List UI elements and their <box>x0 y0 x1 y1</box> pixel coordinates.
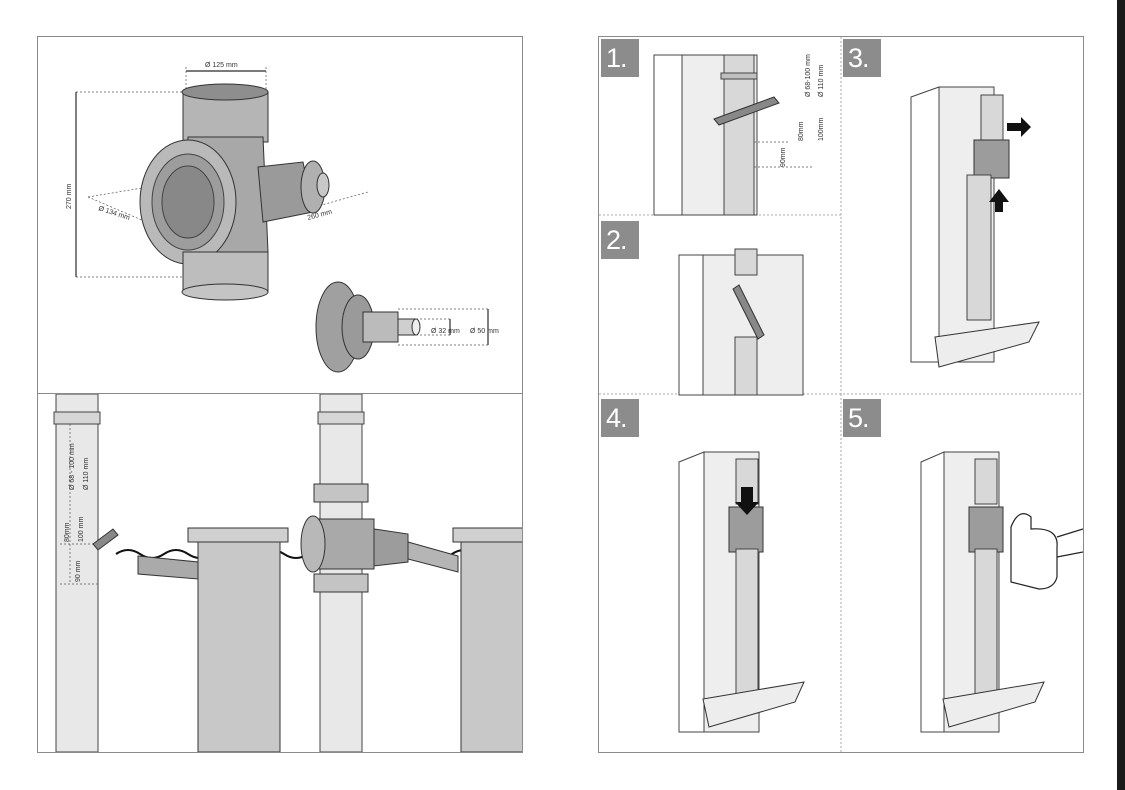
top-diameter-label: Ø 125 mm <box>205 62 238 69</box>
steps-drawing: Ø 68-100 mm Ø 110 mm 80mm 100mm 90mm <box>599 37 1083 752</box>
install-cut-length-label: 90 mm <box>75 560 82 582</box>
height-label: 270 mm <box>66 184 73 209</box>
installation-drawing: Ø 68 - 100 mm Ø 110 mm 80mm 100 mm 90 mm <box>53 394 522 752</box>
page-edge <box>1117 0 1125 790</box>
step-3-badge: 3. <box>843 39 881 77</box>
adapter-inner-diameter-label: Ø 32 mm <box>431 328 460 335</box>
body-diameter-label: Ø 134 mm <box>97 205 130 222</box>
step-4-badge: 4. <box>601 399 639 437</box>
install-pipe-range-label: Ø 68 - 100 mm <box>69 443 76 490</box>
product-dimensions-drawing: Ø 125 mm 270 mm Ø 134 mm 260 mm Ø 32 mm … <box>66 62 499 373</box>
adapter-outer-diameter-label: Ø 50 mm <box>470 328 499 335</box>
step1-offset-large-label: 100mm <box>818 117 825 141</box>
installation-panel: Ø 68 - 100 mm Ø 110 mm 80mm 100 mm 90 mm <box>37 393 523 753</box>
step1-pipe-large-label: Ø 110 mm <box>818 65 825 97</box>
steps-panel: Ø 68-100 mm Ø 110 mm 80mm 100mm 90mm <box>598 36 1084 753</box>
step-5-badge: 5. <box>843 399 881 437</box>
step1-cut-length-label: 90mm <box>780 147 787 167</box>
product-dimensions-panel: Ø 125 mm 270 mm Ø 134 mm 260 mm Ø 32 mm … <box>37 36 523 395</box>
install-offset-large-label: 100 mm <box>78 517 85 542</box>
step-1-badge: 1. <box>601 39 639 77</box>
install-offset-small-label: 80mm <box>64 522 71 542</box>
step1-offset-small-label: 80mm <box>798 121 805 141</box>
step-2-badge: 2. <box>601 221 639 259</box>
install-pipe-large-label: Ø 110 mm <box>83 458 90 490</box>
step1-pipe-range-label: Ø 68-100 mm <box>805 54 812 97</box>
